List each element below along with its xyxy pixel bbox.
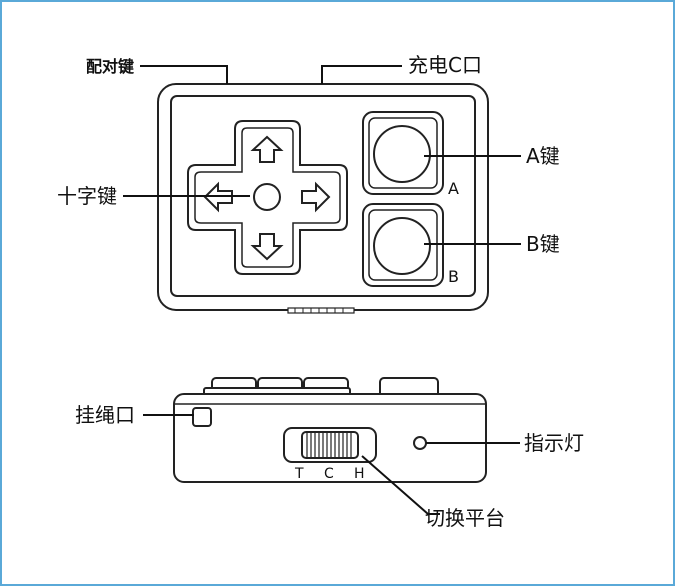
device-side-view: T C H xyxy=(173,377,487,483)
switch-pos-t: T xyxy=(294,466,304,482)
right-arrow-icon xyxy=(301,181,331,213)
top-view-leaders xyxy=(123,65,521,245)
lanyard-hole-label: 挂绳口 xyxy=(75,403,135,427)
b-key-label: B键 xyxy=(526,232,560,256)
switch-ridges xyxy=(306,433,352,457)
up-arrow-icon xyxy=(250,135,284,163)
vent-grille xyxy=(287,307,355,314)
pair-key-label: 配对键 xyxy=(86,57,134,76)
switch-leader xyxy=(361,455,440,515)
charge-port-label: 充电C口 xyxy=(408,53,482,77)
device-top-view: A B xyxy=(157,83,489,314)
b-button-mark: B xyxy=(448,267,459,286)
switch-pos-c: C xyxy=(324,466,334,482)
b-button: B xyxy=(362,203,459,287)
charge-port-leader xyxy=(321,65,402,84)
side-view-leaders xyxy=(143,414,520,515)
switch-platform-label: 切换平台 xyxy=(425,506,505,530)
dpad-center xyxy=(253,183,281,211)
switch-pos-h: H xyxy=(354,466,365,482)
down-arrow-icon xyxy=(250,233,284,261)
pair-key-leader xyxy=(140,65,228,84)
dpad xyxy=(187,120,348,275)
indicator-light xyxy=(413,436,427,450)
dpad-label: 十字键 xyxy=(57,184,117,208)
a-button: A xyxy=(362,111,459,198)
a-button-mark: A xyxy=(448,179,459,198)
a-key-label: A键 xyxy=(526,144,560,168)
switch-slider xyxy=(301,431,359,459)
indicator-light-label: 指示灯 xyxy=(524,431,584,455)
lanyard-hole xyxy=(192,407,212,427)
